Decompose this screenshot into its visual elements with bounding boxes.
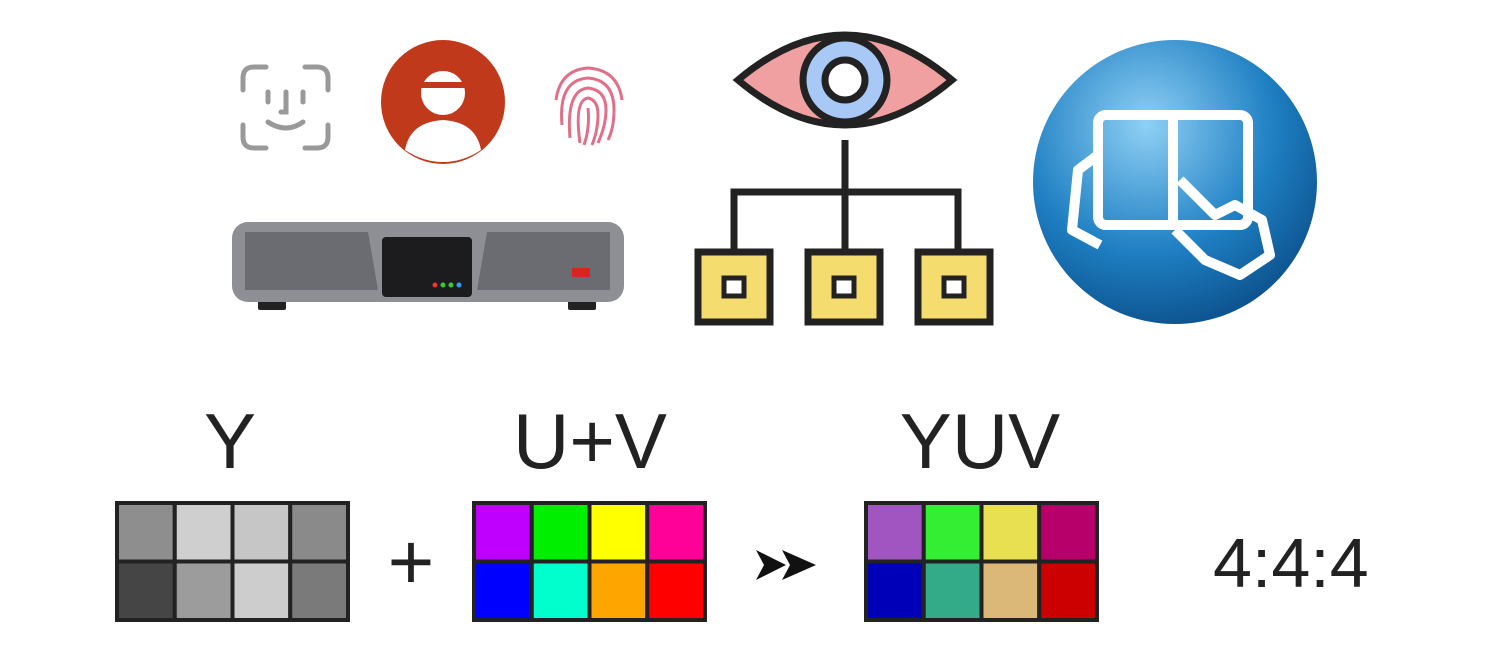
grid-cell	[230, 501, 293, 564]
grid-cell	[587, 501, 650, 564]
tree-nodes	[694, 248, 994, 326]
yuv-grid	[864, 501, 1099, 622]
grid-cell	[1037, 501, 1099, 564]
grid-cell	[472, 559, 534, 622]
grid-cell	[921, 501, 984, 564]
y-label: Y	[203, 397, 257, 485]
grid-cell	[979, 501, 1042, 564]
fingerprint-icon	[554, 66, 624, 146]
yuv-label: YUV	[899, 397, 1061, 485]
sampling-ratio: 4:4:4	[1213, 524, 1369, 602]
grid-cell	[472, 501, 534, 564]
plus-sign: +	[387, 517, 435, 606]
face-id-icon	[240, 64, 331, 151]
grid-cell	[587, 559, 650, 622]
uv-grid	[472, 501, 707, 622]
hierarchy-tree-icon	[730, 140, 962, 252]
grid-cell	[172, 501, 235, 564]
touchscreen-icon	[1033, 40, 1317, 324]
uv-label: U+V	[513, 397, 667, 485]
double-arrow-icon	[756, 550, 816, 580]
y-grid	[115, 501, 350, 622]
grid-cell	[288, 501, 350, 564]
tree-node-inner	[721, 275, 747, 299]
grid-cell	[645, 559, 707, 622]
grid-cell	[921, 559, 984, 622]
grid-cell	[864, 559, 926, 622]
tree-node	[914, 248, 994, 326]
grid-cell	[979, 559, 1042, 622]
grid-cell	[645, 501, 707, 564]
grid-cell	[529, 501, 592, 564]
avatar-icon	[381, 40, 505, 164]
tree-node-inner	[831, 275, 857, 299]
grid-cell	[115, 501, 177, 564]
video-device-icon	[232, 222, 624, 310]
grid-cell	[230, 559, 293, 622]
grid-cell	[115, 559, 177, 622]
grid-cell	[864, 501, 926, 564]
grid-cell	[172, 559, 235, 622]
grid-cell	[1037, 559, 1099, 622]
grid-cell	[529, 559, 592, 622]
eye-icon	[732, 31, 958, 129]
tree-node-inner	[941, 275, 967, 299]
grid-cell	[288, 559, 350, 622]
